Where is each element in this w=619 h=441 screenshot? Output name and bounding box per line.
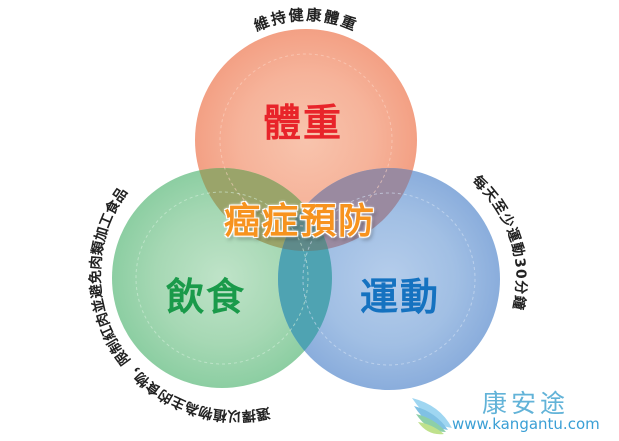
label-weight: 體重 <box>263 101 344 145</box>
center-label: 癌症預防 <box>224 201 377 242</box>
watermark-name: 康安途 <box>482 389 570 418</box>
label-diet: 飲食 <box>166 275 247 319</box>
watermark-url: www.kangantu.com <box>452 415 600 433</box>
label-exercise: 運動 <box>360 275 441 319</box>
leaf-logo-icon <box>412 398 452 435</box>
